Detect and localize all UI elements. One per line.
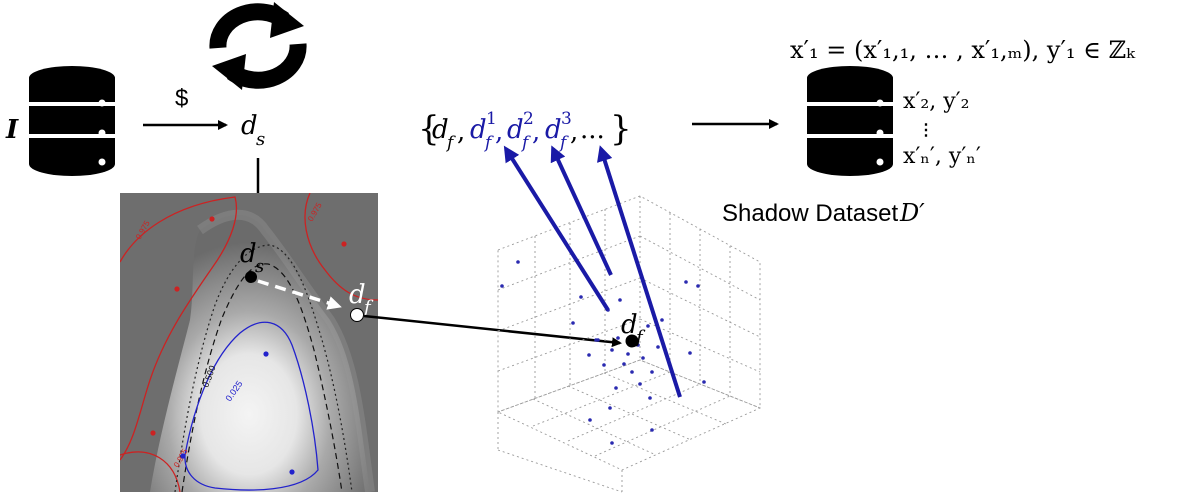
red-sample-point bbox=[209, 216, 215, 222]
svg-text:d: d bbox=[545, 115, 562, 145]
shadow-dataset-label: Shadow Dataset bbox=[722, 200, 898, 227]
dashed-contour bbox=[181, 263, 343, 492]
svg-text:d: d bbox=[507, 115, 524, 145]
svg-text:2: 2 bbox=[523, 109, 534, 129]
red-sample-point bbox=[341, 241, 347, 247]
blue-sample-point bbox=[180, 453, 186, 459]
svg-text:,: , bbox=[457, 117, 465, 147]
blue-arrow-1 bbox=[503, 145, 610, 312]
source-label: I bbox=[5, 115, 19, 145]
record-dots: ⋮ bbox=[918, 120, 934, 139]
svg-text:f: f bbox=[520, 133, 531, 153]
svg-text:,: , bbox=[532, 117, 540, 147]
seed-label: d s bbox=[241, 111, 265, 150]
svg-text:{: { bbox=[418, 109, 440, 149]
decision-contour-plot: 0.975 0.975 0.500 0.025 0.975 bbox=[120, 193, 378, 492]
blue-arrow-2 bbox=[550, 145, 613, 276]
red-contour-right bbox=[304, 193, 378, 301]
blue-sample-point bbox=[289, 469, 295, 475]
cost-label: $ bbox=[175, 85, 188, 112]
svg-text:d: d bbox=[349, 280, 366, 310]
shadow-database-icon bbox=[807, 66, 893, 176]
seed-point bbox=[245, 271, 257, 283]
blue-sample-point bbox=[263, 351, 269, 357]
record-1: x′₁ = (x′₁,₁, … , x′₁,ₘ), y′₁ ∈ ℤₖ bbox=[790, 36, 1136, 64]
blue-contour bbox=[184, 321, 319, 491]
svg-text:d: d bbox=[432, 115, 449, 145]
refresh-icon bbox=[209, 2, 307, 90]
red-sample-point bbox=[150, 430, 156, 436]
svg-text:f: f bbox=[634, 327, 646, 348]
svg-text:...: ... bbox=[580, 115, 605, 145]
source-database-icon bbox=[29, 66, 115, 176]
red-contour-left bbox=[120, 196, 238, 461]
seed-plot-label: d s bbox=[240, 239, 264, 277]
svg-text:d: d bbox=[240, 239, 257, 269]
blue-arrow-3 bbox=[597, 145, 682, 398]
shadow-dataset-symbol: D′ bbox=[899, 199, 925, 227]
svg-text:d: d bbox=[241, 111, 258, 141]
dotted-contour bbox=[174, 244, 353, 492]
svg-text:s: s bbox=[255, 256, 264, 277]
svg-text:I: I bbox=[5, 115, 19, 145]
svg-text:f: f bbox=[558, 133, 569, 153]
svg-text:f: f bbox=[483, 133, 494, 153]
record-2: x′₂, y′₂ bbox=[903, 89, 969, 114]
svg-text:3: 3 bbox=[561, 109, 572, 129]
perturbation-arrow bbox=[257, 279, 342, 310]
svg-text:,: , bbox=[570, 117, 578, 147]
found-point bbox=[350, 308, 364, 322]
svg-text:,: , bbox=[495, 117, 503, 147]
red-contour-bottom bbox=[120, 451, 181, 492]
svg-text:d: d bbox=[470, 115, 487, 145]
map-to-3d-arrow bbox=[363, 314, 622, 348]
3d-scatter-plot bbox=[496, 195, 762, 493]
svg-text:s: s bbox=[256, 129, 265, 150]
red-sample-point bbox=[174, 286, 180, 292]
svg-text:d: d bbox=[621, 310, 638, 340]
svg-text:}: } bbox=[610, 109, 632, 149]
found-3d-point bbox=[625, 334, 639, 348]
record-n: x′ₙ′, y′ₙ′ bbox=[903, 144, 981, 169]
3d-sample-points bbox=[500, 260, 706, 445]
svg-text:1: 1 bbox=[486, 109, 497, 129]
query-set: { d f , d 1 f , d 2 f , d 3 f , ... } bbox=[418, 109, 632, 153]
svg-text:f: f bbox=[445, 133, 456, 153]
